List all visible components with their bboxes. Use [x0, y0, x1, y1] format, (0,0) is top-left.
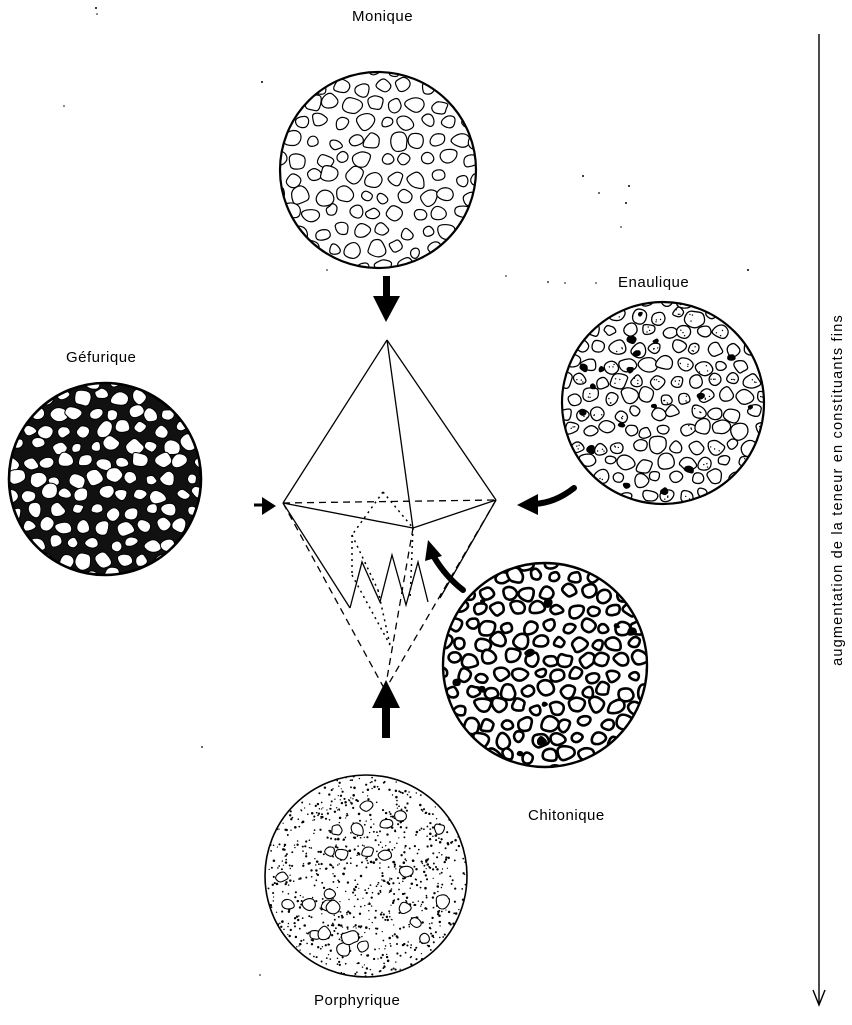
down-arrow-icon — [373, 276, 400, 322]
porphyrique-fabric-circle — [268, 776, 467, 978]
right-arrow-icon — [254, 497, 276, 515]
axis-arrow — [813, 34, 825, 1005]
up-arrow-icon — [372, 680, 400, 738]
curved-arrow-icon — [517, 488, 574, 515]
label-enaulique: Enaulique — [618, 274, 689, 291]
axis-label: augmentation de la teneur en constituant… — [830, 314, 846, 666]
monique-fabric-circle — [270, 61, 486, 279]
enaulique-fabric-circle — [555, 292, 781, 515]
gefurique-fabric-circle — [0, 373, 213, 583]
label-gefurique: Géfurique — [66, 349, 136, 366]
label-monique: Monique — [352, 8, 413, 25]
label-porphyrique: Porphyrique — [314, 992, 400, 1009]
chitonique-fabric-circle — [434, 553, 659, 781]
label-chitonique: Chitonique — [528, 807, 605, 824]
